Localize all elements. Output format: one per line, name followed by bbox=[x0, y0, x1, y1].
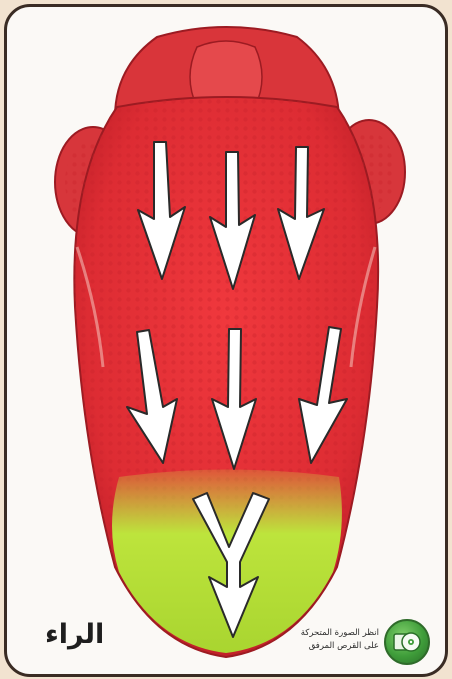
cd-note-line2: على القرص المرفق bbox=[267, 640, 379, 653]
cd-note-line1: انظر الصورة المتحركة bbox=[267, 627, 379, 640]
letter-card: الراء انظر الصورة المتحركة على القرص الم… bbox=[4, 4, 448, 677]
cd-note: انظر الصورة المتحركة على القرص المرفق bbox=[267, 627, 379, 653]
letter-title: الراء bbox=[45, 619, 104, 650]
tongue-illustration bbox=[7, 7, 445, 674]
cd-disc-icon[interactable] bbox=[384, 619, 430, 665]
